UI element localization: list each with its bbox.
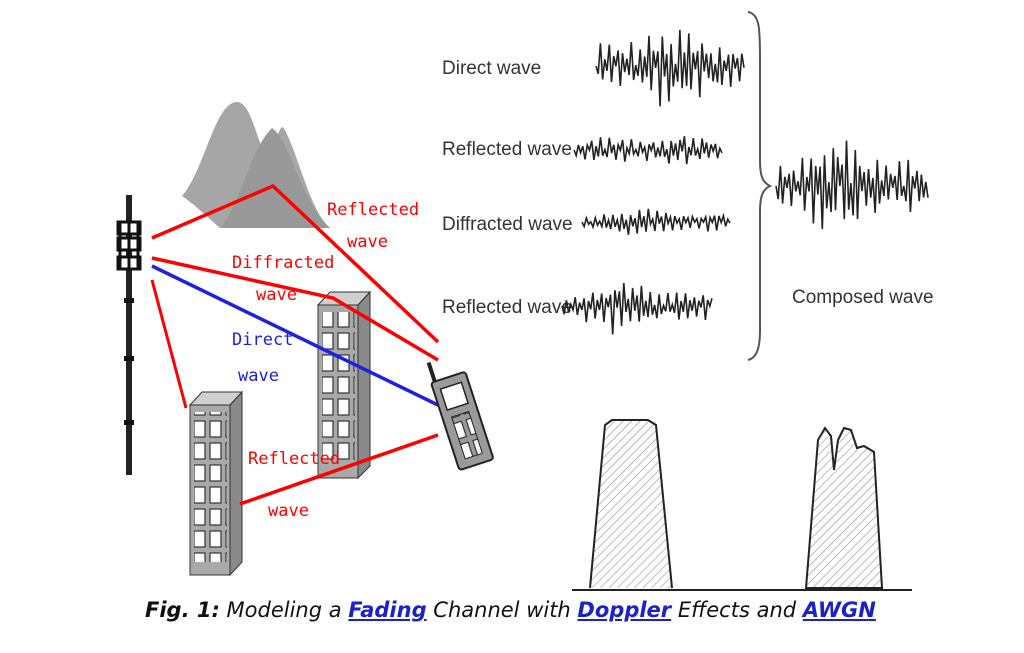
reflected-wave-label-1: Reflected wave xyxy=(442,139,572,160)
diffracted-label-2: wave xyxy=(256,285,297,305)
signal-paths xyxy=(150,183,441,506)
reflected-top-label: Reflected xyxy=(327,200,419,220)
mobile-phone-icon xyxy=(426,361,494,471)
composed-wave-label: Composed wave xyxy=(792,287,934,308)
reflected-bottom-label-2: wave xyxy=(268,501,309,521)
fading-channel-diagram: Reflected wave Diffracted wave Direct wa… xyxy=(116,11,934,591)
faded-spectrum xyxy=(804,426,884,589)
mountain-icon xyxy=(182,101,330,228)
reflected-bottom-label: Reflected xyxy=(248,449,340,469)
reflected-wave-label-2: Reflected wave xyxy=(442,297,572,318)
brace xyxy=(747,11,773,361)
reflected-waveform-2 xyxy=(561,283,713,335)
building-icon xyxy=(316,290,372,480)
caption-prefix: Fig. 1: xyxy=(145,598,220,622)
building-icon xyxy=(188,390,244,577)
direct-label: Direct xyxy=(232,330,293,350)
diffracted-label: Diffracted xyxy=(232,253,334,273)
caption-text-3: Effects and xyxy=(671,598,803,622)
caption-text-1: Modeling a xyxy=(219,598,349,622)
doppler-link[interactable]: Doppler xyxy=(577,598,672,622)
diffracted-waveform xyxy=(581,208,731,235)
awgn-link[interactable]: AWGN xyxy=(802,598,876,622)
fading-link[interactable]: Fading xyxy=(348,598,427,622)
direct-waveform xyxy=(595,29,745,107)
antenna-tower-icon xyxy=(116,195,142,475)
diffracted-wave-label: Diffracted wave xyxy=(442,214,573,235)
composed-waveform xyxy=(775,140,929,230)
reflected-waveform-1 xyxy=(573,136,723,165)
direct-label-2: wave xyxy=(238,366,279,386)
direct-wave-label: Direct wave xyxy=(442,58,541,79)
figure-caption: Fig. 1: Modeling a Fading Channel with D… xyxy=(145,598,1015,632)
caption-text-2: Channel with xyxy=(426,598,578,622)
reflected-top-label-2: wave xyxy=(347,232,388,252)
